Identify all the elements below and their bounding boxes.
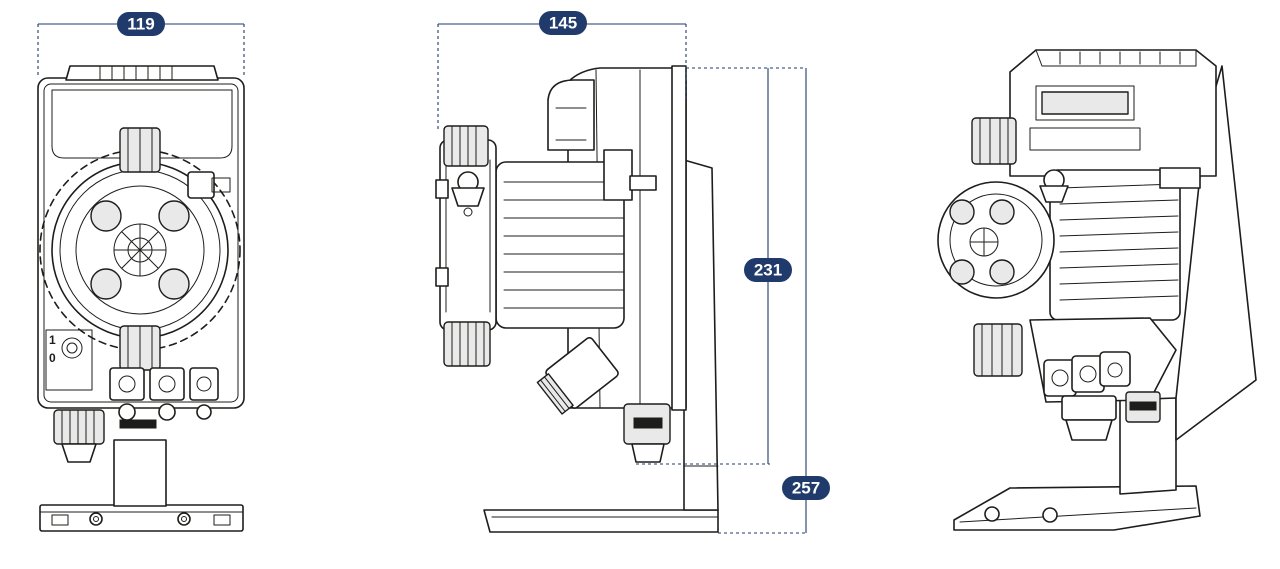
dimension-value-width: 119 <box>127 15 154 34</box>
dimension-value-depth: 145 <box>549 14 577 33</box>
perspective-view <box>937 49 1257 531</box>
dimension-depth: 145 <box>437 11 687 130</box>
dimension-height-body: 231 <box>636 67 806 465</box>
dimension-value-height-body: 231 <box>754 261 782 280</box>
dimension-width: 119 <box>37 12 245 78</box>
dimension-height-total: 257 <box>718 68 830 534</box>
switch-label-on: 1 <box>49 333 56 347</box>
dimension-badge-width: 119 <box>117 12 165 36</box>
front-view: 1 0 <box>37 65 245 532</box>
switch-label-off: 0 <box>49 351 56 365</box>
dimension-value-height-total: 257 <box>792 479 820 498</box>
dimension-badge-height-total: 257 <box>782 476 830 500</box>
dimension-badge-height-body: 231 <box>744 258 792 282</box>
dimension-badge-depth: 145 <box>539 11 587 35</box>
side-view <box>435 65 719 533</box>
